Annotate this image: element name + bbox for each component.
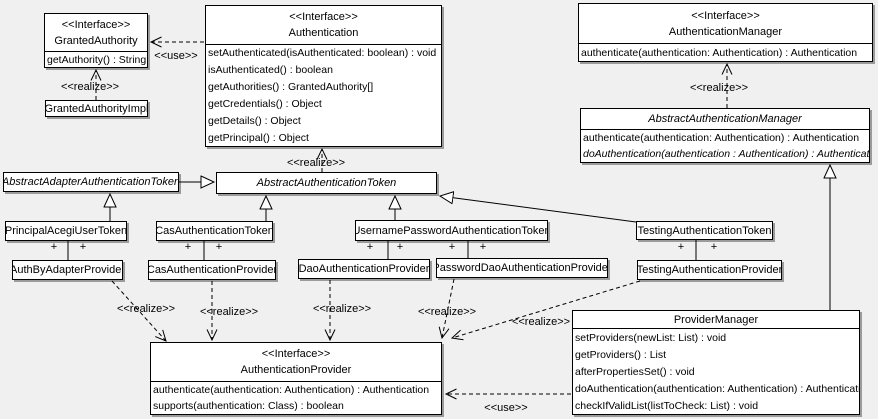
method-row: getProviders() : List [575, 348, 667, 361]
class-header: <<Interface>> AuthenticationManager [579, 4, 872, 43]
class-header: <<Interface>> Authentication [206, 6, 441, 44]
class-abstract-authentication-token: AbstractAuthenticationToken [216, 172, 437, 194]
class-header: AbstractAuthenticationManager [581, 109, 869, 129]
class-principal-acegi-user-token: PrincipalAcegiUserToken [5, 221, 127, 241]
class-granted-authority-impl: GrantedAuthorityImpl [45, 100, 148, 117]
method-row: checkIfValidList(listToCheck: List) : vo… [575, 399, 759, 412]
class-abstract-authentication-manager: AbstractAuthenticationManager authenticat… [580, 108, 870, 163]
class-header: AbstractAdapterAuthenticationToken [4, 173, 178, 191]
methods-compartment: authenticate(authentication: Authenticat… [579, 43, 872, 61]
class-name: GrantedAuthority [54, 34, 138, 47]
method-row: afterPropertiesSet() : void [575, 365, 695, 378]
class-header: GrantedAuthorityImpl [46, 101, 147, 116]
stereotype-label: <<Interface>> [691, 9, 760, 22]
class-testing-authentication-provider: TestingAuthenticationProvider [637, 260, 782, 280]
class-name: UsernamePasswordAuthenticationToken [356, 224, 547, 237]
class-header: CasAuthenticationToken [157, 222, 272, 240]
class-header: TestingAuthenticationProvider [638, 261, 781, 279]
class-authentication-provider: <<Interface>> AuthenticationProvider authe… [150, 342, 442, 415]
methods-compartment: setProviders(newList: List) : void getPro… [573, 328, 859, 414]
class-header: CasAuthenticationProvider [149, 261, 275, 279]
method-row: isAuthenticated() : boolean [208, 64, 333, 77]
class-header: DaoAuthenticationProvider [299, 260, 429, 278]
class-header: AbstractAuthenticationToken [217, 173, 436, 193]
method-row: getDetails() : Object [208, 114, 301, 127]
method-row: doAuthentication(authentication: Authent… [575, 382, 859, 395]
methods-compartment: setAuthenticated(isAuthenticated: boolea… [206, 44, 441, 146]
method-row: authenticate(authentication: Authenticat… [581, 46, 858, 59]
class-name: Authentication [288, 27, 359, 39]
class-authentication: <<Interface>> Authentication setAuthentica… [205, 5, 442, 147]
method-row: getAuthority() : String [47, 53, 147, 66]
class-name: AuthByAdapterProvider [13, 264, 122, 276]
method-row: getPrincipal() : Object [208, 131, 309, 144]
class-header: ProviderManager [573, 311, 859, 328]
method-row: supports(authentication: Class) : boolea… [153, 400, 344, 412]
class-provider-manager: ProviderManager setProviders(newList: Lis… [572, 310, 860, 415]
method-row: getAuthorities() : GrantedAuthority[] [208, 81, 374, 94]
class-username-password-authentication-token: UsernamePasswordAuthenticationToken [355, 220, 548, 241]
class-name: AbstractAuthenticationToken [256, 177, 397, 189]
methods-compartment: authenticate(authentication: Authenticat… [581, 129, 869, 162]
class-header: TestingAuthenticationToken [637, 222, 772, 239]
class-name: AbstractAdapterAuthenticationToken [4, 176, 178, 188]
class-header: AuthByAdapterProvider [13, 261, 122, 279]
class-name: ProviderManager [673, 313, 759, 326]
method-row: authenticate(authentication: Authenticat… [583, 132, 860, 144]
class-header: PasswordDaoAuthenticationProvider [437, 259, 607, 277]
class-name: GrantedAuthorityImpl [46, 102, 147, 115]
class-auth-by-adapter-provider: AuthByAdapterProvider [12, 260, 123, 280]
class-name: CasAuthenticationToken [157, 225, 272, 237]
methods-compartment: getAuthority() : String [45, 51, 147, 67]
class-name: AuthenticationManager [668, 25, 783, 38]
class-header: <<Interface>> GrantedAuthority [45, 14, 147, 51]
class-header: PrincipalAcegiUserToken [6, 222, 126, 240]
class-name: AbstractAuthenticationManager [648, 113, 802, 125]
class-dao-authentication-provider: DaoAuthenticationProvider [298, 259, 430, 279]
class-cas-authentication-provider: CasAuthenticationProvider [148, 260, 276, 280]
class-name: TestingAuthenticationProvider [638, 264, 781, 276]
method-row: getCredentials() : Object [208, 97, 322, 110]
class-granted-authority: <<Interface>> GrantedAuthority getAuthorit… [44, 13, 148, 68]
class-abstract-adapter-authentication-token: AbstractAdapterAuthenticationToken [3, 172, 179, 192]
class-password-dao-authentication-provider: PasswordDaoAuthenticationProvider [436, 258, 608, 278]
stereotype-label: <<Interface>> [261, 348, 331, 360]
stereotype-label: <<Interface>> [61, 18, 131, 31]
method-row: setAuthenticated(isAuthenticated: boolea… [208, 47, 437, 60]
method-row: authenticate(authentication: Authenticat… [153, 384, 430, 396]
class-testing-authentication-token: TestingAuthenticationToken [636, 221, 773, 240]
class-cas-authentication-token: CasAuthenticationToken [156, 221, 273, 241]
method-row: setProviders(newList: List) : void [575, 331, 727, 344]
class-name: CasAuthenticationProvider [149, 264, 275, 276]
class-name: DaoAuthenticationProvider [299, 263, 429, 275]
class-name: PrincipalAcegiUserToken [6, 225, 126, 237]
class-name: TestingAuthenticationToken [637, 224, 772, 237]
method-row: doAuthentication(authentication : Authen… [583, 148, 869, 160]
class-name: PasswordDaoAuthenticationProvider [437, 262, 607, 274]
stereotype-label: <<Interface>> [289, 11, 358, 23]
class-header: UsernamePasswordAuthenticationToken [356, 221, 547, 240]
methods-compartment: authenticate(authentication: Authenticat… [151, 381, 441, 414]
class-header: <<Interface>> AuthenticationProvider [151, 343, 441, 381]
class-name: AuthenticationProvider [240, 364, 352, 376]
class-authentication-manager: <<Interface>> AuthenticationManager authen… [578, 3, 873, 62]
